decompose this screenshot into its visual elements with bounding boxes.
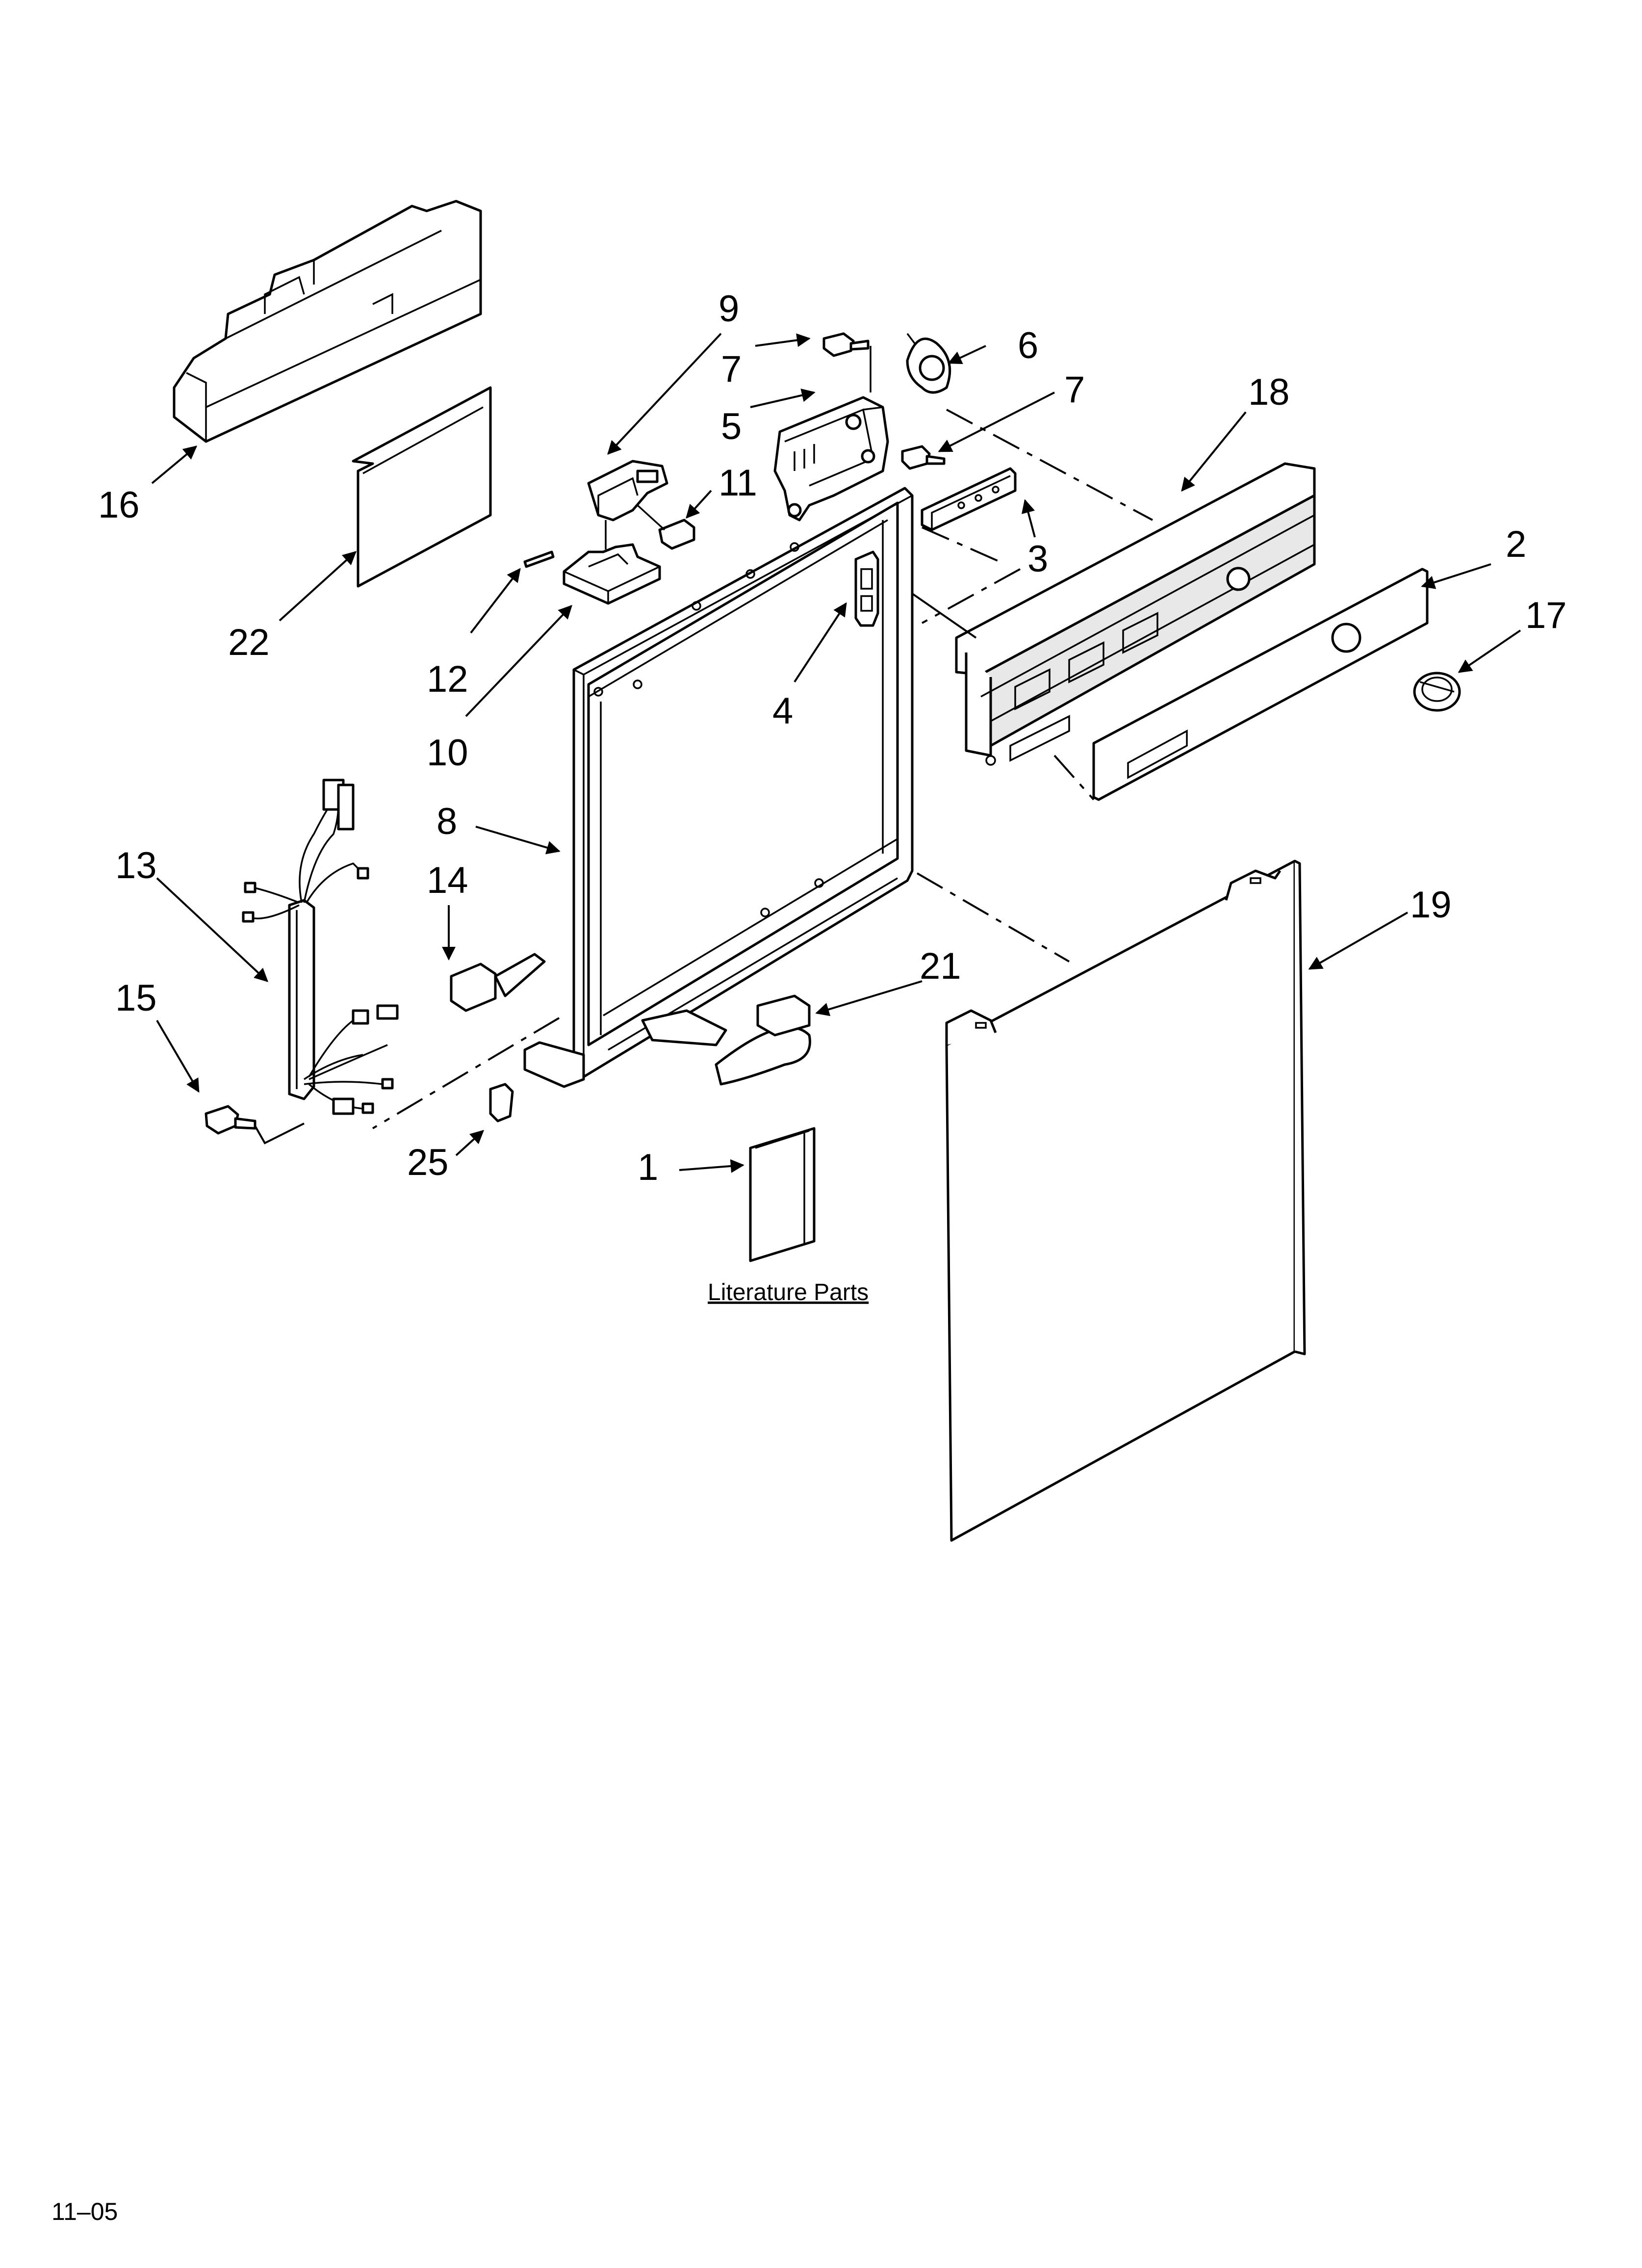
part-10-latch-base	[563, 543, 661, 605]
callout-10: 10	[427, 732, 468, 774]
callout-15: 15	[115, 977, 157, 1019]
part-25-clip	[489, 1083, 514, 1122]
part-15-screw	[205, 1105, 257, 1135]
callout-11: 11	[718, 462, 757, 504]
callout-1: 1	[638, 1147, 658, 1188]
callout-4: 4	[772, 690, 793, 732]
part-8-door-frame	[523, 487, 914, 1088]
part-7-screw-top	[822, 332, 870, 357]
callout-7-top: 7	[721, 348, 742, 390]
part-2-overlay	[1092, 568, 1429, 801]
callout-25: 25	[407, 1142, 449, 1183]
part-14-connector	[450, 953, 546, 1012]
callout-13: 13	[115, 845, 157, 886]
callout-9: 9	[718, 288, 739, 330]
callout-7-mid: 7	[1064, 369, 1085, 411]
callout-6: 6	[1018, 325, 1038, 366]
callout-8: 8	[436, 801, 457, 842]
part-3-bracket	[921, 467, 1017, 531]
callout-16: 16	[98, 484, 140, 526]
part-11-strike	[658, 519, 695, 550]
literature-caption: Literature Parts	[708, 1279, 869, 1305]
assembly-lines	[254, 409, 1153, 1145]
part-21-clip	[715, 994, 811, 1086]
callout-14: 14	[427, 860, 468, 901]
callout-21: 21	[920, 945, 961, 987]
part-7-screw-mid	[901, 445, 946, 470]
part-22-insulation	[352, 386, 492, 588]
callout-3: 3	[1027, 538, 1048, 580]
callout-19: 19	[1410, 884, 1452, 926]
part-9-latch	[587, 460, 668, 521]
part-1-literature	[749, 1127, 816, 1262]
callout-12: 12	[427, 658, 468, 700]
part-5-switch	[773, 396, 889, 521]
part-18-control-panel	[955, 462, 1316, 766]
part-16-housing	[173, 200, 482, 443]
leader-arrows	[151, 333, 1521, 1173]
callout-22: 22	[228, 622, 270, 663]
callout-5: 5	[721, 406, 742, 447]
footer-code: 11–05	[51, 2198, 118, 2225]
callout-2: 2	[1506, 523, 1526, 565]
part-12-rod	[523, 550, 555, 568]
callout-17: 17	[1525, 595, 1567, 636]
part-4-clip	[854, 550, 879, 627]
part-19-door-panel	[945, 860, 1306, 1542]
part-6-cam	[906, 333, 951, 394]
part-11-link	[637, 504, 666, 531]
part-17-knob	[1413, 672, 1461, 712]
callout-18: 18	[1248, 371, 1290, 413]
part-13-harness	[242, 779, 399, 1115]
callout-labels: 16 22 9 7 5 6 7 11 12 10 3 4 18 2 17 8 1…	[98, 288, 1567, 1188]
